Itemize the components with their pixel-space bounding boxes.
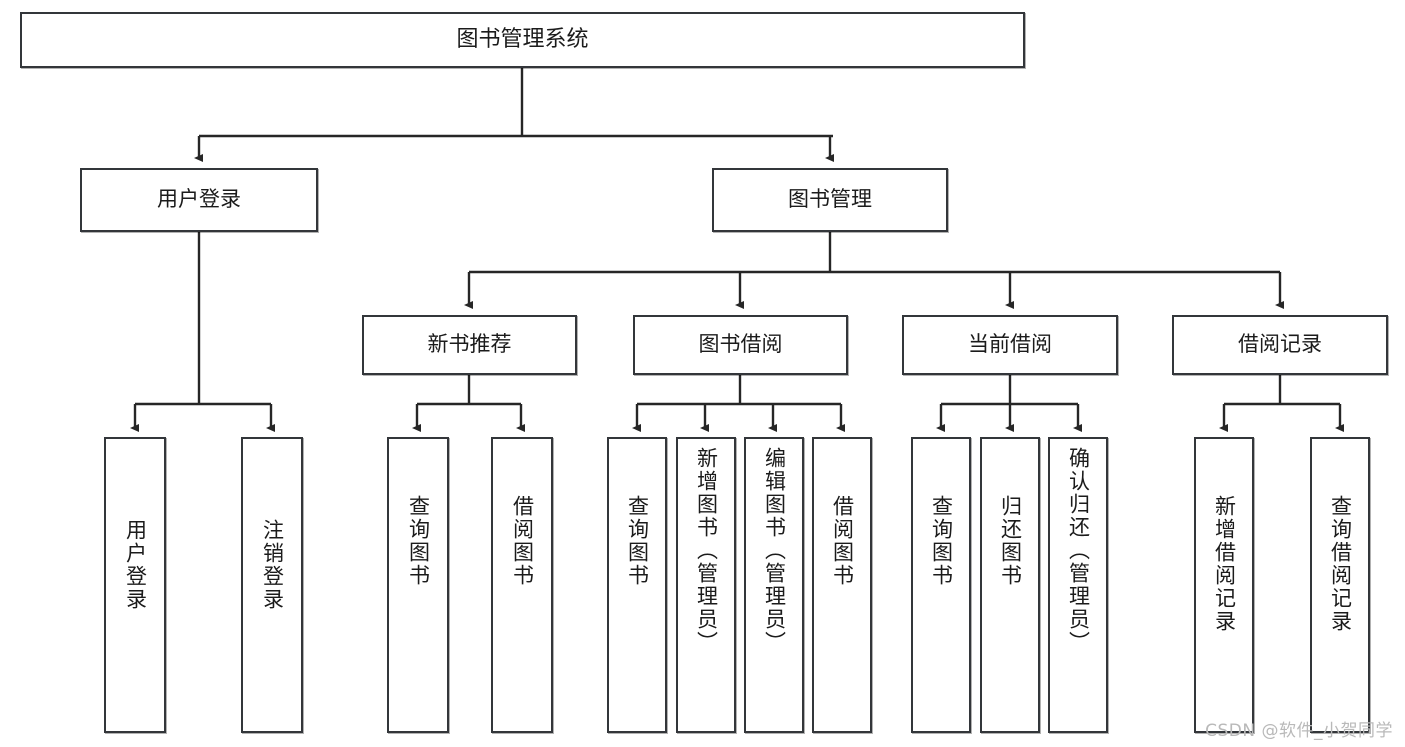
node-leaf-borrow-book-2[interactable]: 借阅图书 bbox=[812, 437, 872, 733]
node-leaf-add-record[interactable]: 新增借阅记录 bbox=[1194, 437, 1254, 733]
node-current-borrow[interactable]: 当前借阅 bbox=[902, 315, 1118, 375]
node-root-label: 图书管理系统 bbox=[456, 26, 589, 52]
node-leaf-edit-book-label: 编辑图书（管理员） bbox=[762, 447, 787, 654]
node-book-manage[interactable]: 图书管理 bbox=[712, 168, 948, 232]
node-new-book-recommend-label: 新书推荐 bbox=[427, 332, 512, 357]
node-user-login-label: 用户登录 bbox=[157, 187, 241, 212]
csdn-watermark: CSDN @软件_小贺同学 bbox=[1205, 721, 1393, 741]
node-leaf-borrow-book-1-label: 借阅图书 bbox=[510, 495, 535, 587]
node-borrow-record[interactable]: 借阅记录 bbox=[1172, 315, 1388, 375]
node-leaf-query-book-1[interactable]: 查询图书 bbox=[387, 437, 449, 733]
node-leaf-add-record-label: 新增借阅记录 bbox=[1212, 495, 1237, 633]
node-leaf-query-book-3[interactable]: 查询图书 bbox=[911, 437, 971, 733]
node-book-borrow[interactable]: 图书借阅 bbox=[633, 315, 848, 375]
node-leaf-query-book-1-label: 查询图书 bbox=[406, 495, 431, 587]
node-leaf-query-book-3-label: 查询图书 bbox=[929, 495, 954, 587]
node-leaf-query-record[interactable]: 查询借阅记录 bbox=[1310, 437, 1370, 733]
node-book-borrow-label: 图书借阅 bbox=[698, 332, 783, 357]
node-leaf-add-book[interactable]: 新增图书（管理员） bbox=[676, 437, 736, 733]
node-leaf-confirm-return[interactable]: 确认归还（管理员） bbox=[1048, 437, 1108, 733]
node-leaf-user-logout[interactable]: 注销登录 bbox=[241, 437, 303, 733]
node-leaf-query-record-label: 查询借阅记录 bbox=[1328, 495, 1353, 633]
node-leaf-add-book-label: 新增图书（管理员） bbox=[694, 447, 719, 654]
node-root[interactable]: 图书管理系统 bbox=[20, 12, 1025, 68]
node-leaf-borrow-book-2-label: 借阅图书 bbox=[830, 495, 855, 587]
node-user-login[interactable]: 用户登录 bbox=[80, 168, 318, 232]
node-current-borrow-label: 当前借阅 bbox=[968, 332, 1052, 357]
node-leaf-confirm-return-label: 确认归还（管理员） bbox=[1066, 447, 1091, 654]
node-leaf-user-logout-label: 注销登录 bbox=[260, 519, 285, 611]
node-leaf-return-book[interactable]: 归还图书 bbox=[980, 437, 1040, 733]
node-leaf-query-book-2[interactable]: 查询图书 bbox=[607, 437, 667, 733]
node-book-manage-label: 图书管理 bbox=[788, 187, 872, 212]
node-borrow-record-label: 借阅记录 bbox=[1238, 332, 1322, 357]
node-new-book-recommend[interactable]: 新书推荐 bbox=[362, 315, 577, 375]
node-leaf-return-book-label: 归还图书 bbox=[998, 495, 1023, 587]
node-leaf-borrow-book-1[interactable]: 借阅图书 bbox=[491, 437, 553, 733]
node-leaf-user-login-label: 用户登录 bbox=[123, 519, 148, 611]
node-leaf-user-login[interactable]: 用户登录 bbox=[104, 437, 166, 733]
node-leaf-edit-book[interactable]: 编辑图书（管理员） bbox=[744, 437, 804, 733]
node-leaf-query-book-2-label: 查询图书 bbox=[625, 495, 650, 587]
